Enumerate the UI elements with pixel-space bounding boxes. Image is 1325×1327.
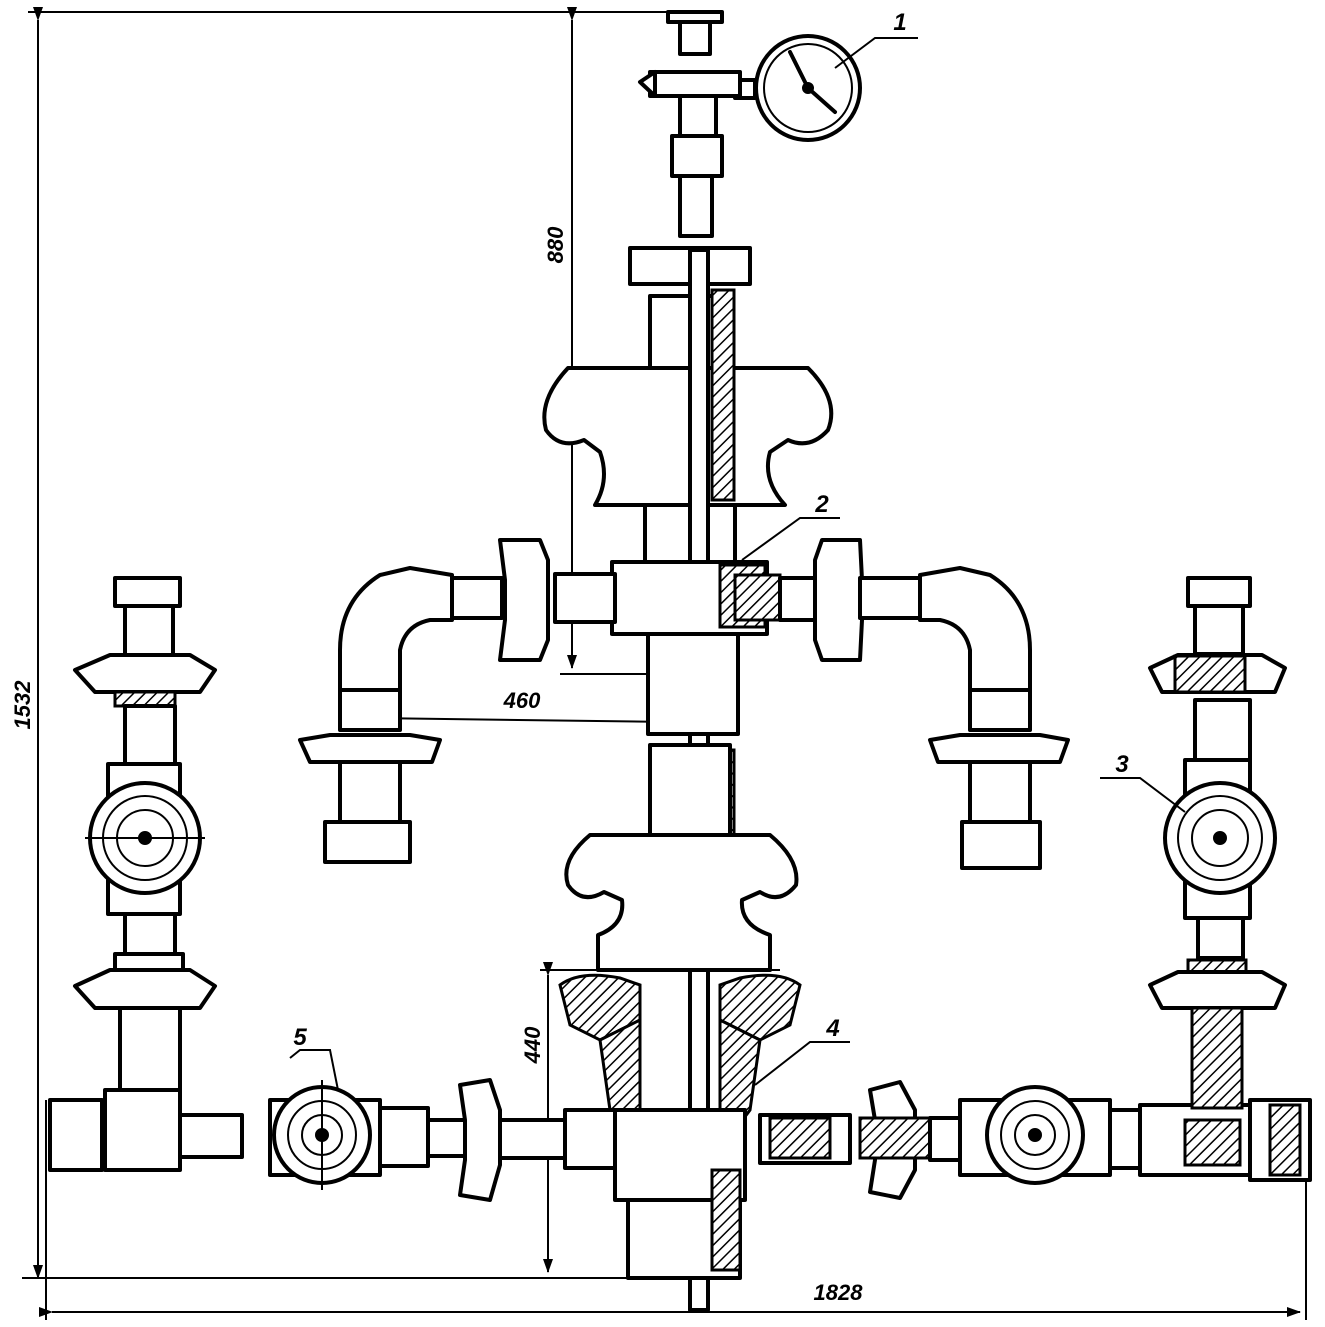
lower-valve-body bbox=[564, 743, 799, 972]
dim-label-total-width: 1828 bbox=[814, 1280, 864, 1305]
left-gate-valve bbox=[268, 1080, 382, 1190]
left-wing-line bbox=[298, 538, 617, 864]
callout-label-2: 2 bbox=[814, 491, 829, 518]
callout-5: 5 bbox=[289, 1024, 339, 1091]
upper-valve-body bbox=[542, 246, 834, 567]
pressure-gauge bbox=[638, 10, 862, 238]
callout-4: 4 bbox=[754, 1015, 850, 1086]
dimension-wing-reach: 460 bbox=[369, 688, 673, 723]
right-vertical-valve-stack bbox=[1148, 576, 1287, 1110]
dim-label-wing-reach: 460 bbox=[503, 688, 541, 713]
callout-label-5: 5 bbox=[293, 1024, 307, 1051]
right-wing-line bbox=[733, 538, 1070, 870]
callout-1: 1 bbox=[834, 9, 918, 69]
callout-label-3: 3 bbox=[1115, 751, 1129, 778]
callout-label-4: 4 bbox=[825, 1015, 839, 1042]
callout-3: 3 bbox=[1100, 751, 1186, 813]
dim-label-total-height: 1532 bbox=[10, 680, 35, 730]
dim-label-upper-height: 880 bbox=[543, 226, 568, 263]
dimension-upper-height: 880 bbox=[543, 7, 690, 675]
callout-2: 2 bbox=[741, 491, 840, 561]
dim-label-lower-height: 440 bbox=[520, 1026, 545, 1064]
left-vertical-valve-stack bbox=[73, 576, 217, 1092]
dimension-total-height: 1532 bbox=[10, 7, 680, 1279]
right-gate-valve bbox=[958, 1085, 1112, 1185]
callout-label-1: 1 bbox=[893, 9, 906, 36]
